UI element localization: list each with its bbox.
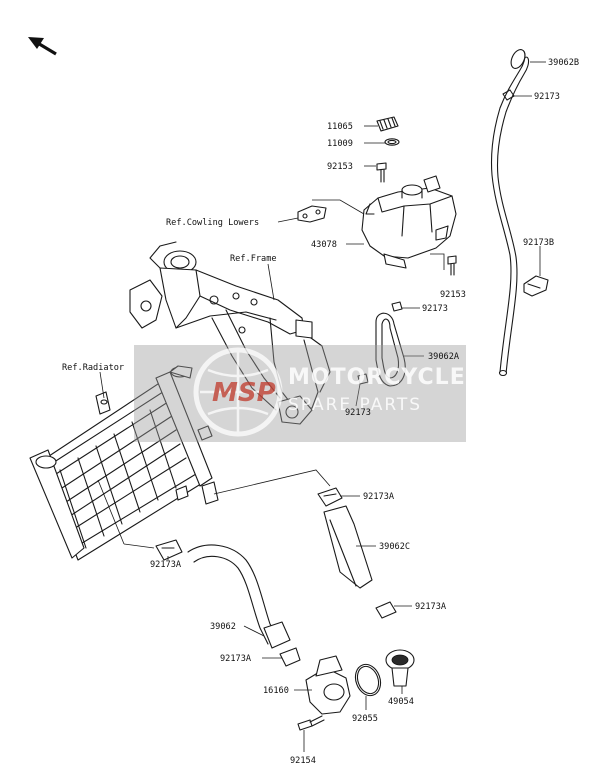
hose-39062a (375, 312, 406, 387)
label-92153-b: 92153 (440, 290, 466, 300)
label-16160: 16160 (263, 686, 289, 696)
label-39062a: 39062A (428, 352, 460, 362)
label-ref-cowling-lowers: Ref.Cowling Lowers (166, 218, 259, 228)
label-92173a-2: 92173A (150, 560, 182, 570)
label-92154: 92154 (290, 756, 316, 766)
label-92173a-4: 92173A (220, 654, 252, 664)
label-39062b: 39062B (548, 58, 579, 68)
frame-ref (129, 241, 331, 425)
label-92173-low: 92173 (345, 408, 371, 418)
watermark-line1: MOTORCYCLE (288, 365, 466, 390)
hose-39062c (323, 505, 373, 589)
gasket-11009 (384, 138, 400, 146)
globe-logo-icon: MSP (193, 347, 283, 437)
label-43078: 43078 (311, 240, 337, 250)
reservoir-cap-11065 (376, 116, 399, 132)
labels: 39062B 92173 11065 11009 92153 Ref.Cowli… (62, 58, 579, 766)
clip-92173-mid (391, 301, 403, 312)
o-ring-92055 (354, 663, 382, 697)
radiator-ref (29, 365, 219, 561)
watermark-line2: SPARE PARTS (288, 395, 422, 415)
watermark: MSP MOTORCYCLE SPARE PARTS (134, 345, 466, 442)
clamp-92173a-4 (279, 647, 301, 667)
label-92173-mid: 92173 (422, 304, 448, 314)
label-ref-frame: Ref.Frame (230, 254, 277, 264)
clip-92173b (523, 275, 549, 297)
leader-lines (97, 61, 546, 752)
label-92173-top: 92173 (534, 92, 560, 102)
hose-39062 (187, 544, 291, 649)
bracket-ref-cowling (297, 205, 327, 223)
label-92055: 92055 (352, 714, 378, 724)
label-39062c: 39062C (379, 542, 410, 552)
bolt-92154 (297, 715, 325, 731)
clamp-92173a-2 (375, 601, 397, 619)
label-ref-radiator: Ref.Radiator (62, 363, 124, 373)
label-92173b: 92173B (523, 238, 554, 248)
label-11065: 11065 (327, 122, 353, 132)
clamp-92173a-3 (155, 539, 183, 561)
thermostat-49054 (385, 649, 415, 687)
label-11009: 11009 (327, 139, 353, 149)
reservoir-tank-43078 (361, 175, 457, 269)
label-49054: 49054 (388, 697, 414, 707)
clamp-92173a-1 (317, 487, 343, 507)
label-92173a-1: 92173A (363, 492, 395, 502)
pump-cover-16160 (305, 655, 351, 715)
watermark-logo: MSP (212, 378, 276, 408)
label-92153-a: 92153 (327, 162, 353, 172)
front-direction-arrow-icon (28, 37, 57, 56)
bolt-92153-a (376, 162, 387, 183)
overflow-hose-39062b (490, 49, 530, 377)
clip-92173-low (357, 373, 369, 385)
label-39062: 39062 (210, 622, 236, 632)
bolt-92153-b (447, 255, 457, 276)
label-92173a-3: 92173A (415, 602, 447, 612)
